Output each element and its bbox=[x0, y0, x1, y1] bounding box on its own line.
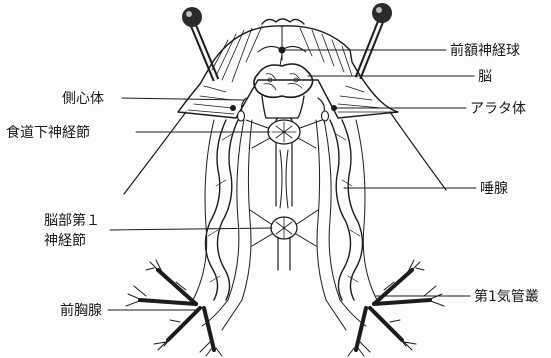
brain bbox=[254, 46, 313, 118]
label-salivary-gland: 唾腺 bbox=[480, 181, 508, 197]
label-frontal-ganglion: 前額神経球 bbox=[450, 42, 520, 59]
right-tracheal-plexus bbox=[348, 260, 444, 356]
right-salivary-gland bbox=[330, 120, 363, 300]
label-subesophageal-ganglion: 食道下神経節 bbox=[6, 124, 90, 141]
label-corpus-cardiacum: 側心体 bbox=[62, 91, 104, 107]
label-corpus-allatum: アラタ体 bbox=[470, 101, 526, 117]
corpora-allata bbox=[230, 105, 337, 111]
label-first-tracheal-plexus: 第1気管叢 bbox=[474, 288, 539, 305]
right-pin bbox=[358, 3, 392, 78]
ventral-nerve-cord bbox=[246, 118, 322, 270]
left-prothoracic-gland bbox=[192, 120, 252, 330]
label-brain: 脳 bbox=[478, 69, 492, 85]
left-tracheal-plexus bbox=[126, 260, 222, 356]
left-pin bbox=[182, 7, 216, 80]
subesophageal-ganglion-shape bbox=[246, 120, 322, 148]
label-prothoracic-gland: 前胸腺 bbox=[60, 302, 102, 319]
label-thoracic-ganglion-line2: 神経節 bbox=[44, 232, 86, 249]
label-thoracic-ganglion-line1: 脳部第１ bbox=[44, 212, 100, 229]
left-salivary-gland bbox=[205, 120, 238, 300]
